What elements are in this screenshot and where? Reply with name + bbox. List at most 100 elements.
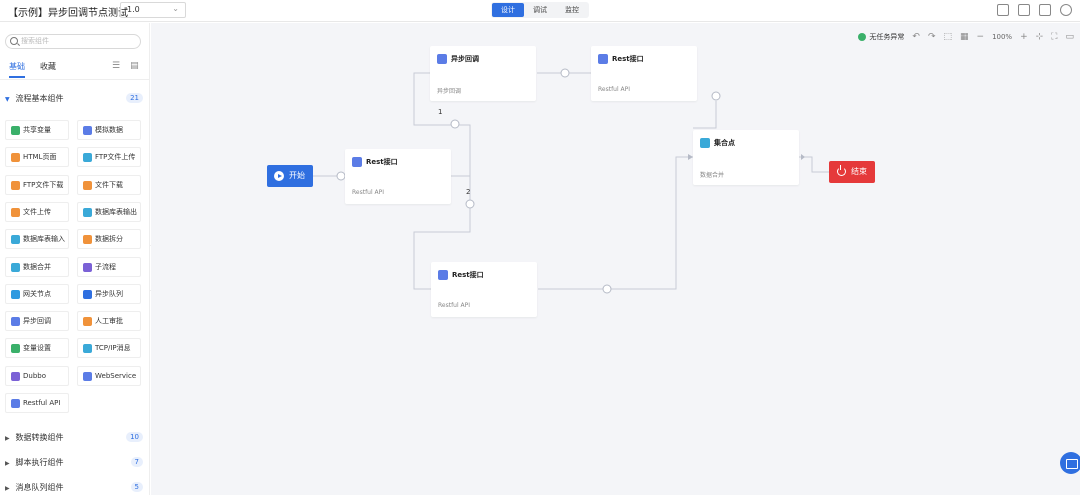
- view-toggle: ☰ ▤: [112, 61, 139, 71]
- component-label: 变量设置: [23, 344, 51, 353]
- group-script-exec[interactable]: ▶ 脚本执行组件 7: [5, 457, 145, 471]
- component-icon: [11, 371, 20, 381]
- node-title: Rest接口: [366, 158, 398, 166]
- power-icon: [837, 165, 846, 176]
- api-icon: [438, 270, 448, 280]
- component-item[interactable]: 异步队列: [77, 283, 141, 304]
- component-item[interactable]: 数据合并: [5, 256, 69, 277]
- component-item[interactable]: 异步回调: [5, 311, 69, 332]
- component-label: HTML页面: [23, 153, 57, 162]
- undo-icon[interactable]: ↶: [912, 32, 920, 42]
- api-icon: [598, 54, 608, 64]
- component-label: 子流程: [95, 262, 116, 271]
- component-item[interactable]: FTP文件下载: [5, 174, 69, 195]
- tab-design[interactable]: 设计: [492, 3, 524, 17]
- end-label: 结束: [851, 167, 867, 176]
- play-icon: [274, 171, 284, 181]
- component-item[interactable]: WebService: [77, 365, 141, 386]
- tab-basic[interactable]: 基础: [9, 61, 25, 78]
- start-node[interactable]: 开始: [267, 165, 313, 187]
- component-icon: [11, 126, 20, 135]
- count-badge: 21: [126, 93, 143, 103]
- expand-icon[interactable]: [1060, 4, 1072, 16]
- count-badge: 5: [130, 482, 143, 492]
- flow-node-gather-point[interactable]: 集合点 数据合并: [693, 130, 799, 185]
- version-select[interactable]: 1.0 ⌄: [120, 2, 186, 18]
- component-label: 异步回调: [23, 317, 51, 326]
- search-input[interactable]: 搜索组件: [5, 34, 141, 49]
- component-item[interactable]: 人工审批: [77, 311, 141, 332]
- flow-node-rest-api-2[interactable]: Rest接口 Restful API: [591, 46, 697, 101]
- component-item[interactable]: 数据拆分: [77, 229, 141, 250]
- canvas-toolbar: 无任务异常 ↶ ↷ ⬚ ▦ − 100% + ⊹ ⛶ ▭: [858, 30, 1074, 44]
- divider: [0, 79, 149, 80]
- flow-node-async-callback[interactable]: 异步回调 异步回调: [430, 46, 536, 101]
- component-sidebar: 搜索组件 基础 收藏 ☰ ▤ ▼ 流程基本组件 21 共享变量模拟数据 HTML页…: [0, 23, 150, 495]
- tab-debug[interactable]: 调试: [533, 6, 547, 14]
- component-label: Restful API: [23, 399, 61, 407]
- component-label: 文件下载: [95, 180, 123, 189]
- count-badge: 10: [126, 432, 143, 442]
- component-icon: [83, 344, 92, 354]
- minimap-icon[interactable]: ▭: [1065, 32, 1074, 42]
- component-label: 文件上传: [23, 207, 51, 216]
- node-title: Rest接口: [452, 271, 484, 279]
- component-icon: [11, 399, 20, 408]
- component-item[interactable]: 数据库表输入: [5, 229, 69, 250]
- end-node[interactable]: 结束: [829, 161, 875, 183]
- tab-monitor[interactable]: 监控: [565, 6, 579, 14]
- component-label: Dubbo: [23, 371, 46, 380]
- zoom-out-icon[interactable]: −: [976, 32, 985, 42]
- chevron-down-icon: ⌄: [172, 4, 179, 13]
- fullscreen-icon[interactable]: ⛶: [1051, 32, 1058, 42]
- tab-favorites[interactable]: 收藏: [40, 62, 56, 71]
- component-label: 数据库表输入: [23, 235, 65, 244]
- count-badge: 7: [130, 457, 143, 467]
- component-label: WebService: [95, 371, 137, 380]
- component-item[interactable]: 模拟数据: [77, 120, 141, 140]
- component-icon: [83, 126, 92, 135]
- node-subtitle: Restful API: [352, 189, 385, 196]
- component-item[interactable]: 网关节点: [5, 283, 69, 304]
- zoom-in-icon[interactable]: +: [1020, 32, 1028, 42]
- component-item[interactable]: 共享变量: [5, 120, 69, 140]
- component-item[interactable]: Dubbo: [5, 365, 69, 386]
- fit-icon[interactable]: ⊹: [1035, 32, 1044, 42]
- grid-view-icon[interactable]: ▤: [130, 61, 139, 71]
- document-icon[interactable]: [1039, 4, 1051, 16]
- component-icon: [11, 262, 20, 272]
- select-icon[interactable]: ⬚: [943, 32, 952, 42]
- component-icon: [11, 344, 20, 354]
- flow-node-rest-api-3[interactable]: Rest接口 Restful API: [431, 262, 537, 317]
- page-title: 【示例】异步回调节点测试: [8, 8, 128, 19]
- group-message-queue[interactable]: ▶ 消息队列组件 5: [5, 482, 145, 495]
- component-icon: [83, 289, 92, 299]
- component-icon: [83, 262, 92, 272]
- layout-icon[interactable]: ▦: [960, 32, 969, 42]
- list-view-icon[interactable]: ☰: [112, 61, 121, 71]
- flow-node-rest-api-1[interactable]: Rest接口 Restful API: [345, 149, 451, 204]
- component-item[interactable]: HTML页面: [5, 147, 69, 168]
- component-label: FTP文件上传: [95, 153, 136, 162]
- component-item[interactable]: 数据库表输出: [77, 201, 141, 222]
- component-icon: [11, 207, 20, 217]
- caret-down-icon: ▼: [5, 96, 10, 103]
- redo-icon[interactable]: ↷: [927, 32, 936, 42]
- status-text: 无任务异常: [869, 33, 905, 41]
- group-data-transform[interactable]: ▶ 数据转换组件 10: [5, 432, 145, 446]
- component-item[interactable]: FTP文件上传: [77, 147, 141, 168]
- group-flow-basic[interactable]: ▼ 流程基本组件 21: [5, 93, 145, 107]
- component-item[interactable]: 文件下载: [77, 174, 141, 195]
- component-item[interactable]: Restful API: [5, 393, 69, 413]
- component-item[interactable]: 子流程: [77, 256, 141, 277]
- search-icon: [10, 37, 18, 45]
- save-icon[interactable]: [997, 4, 1009, 16]
- node-title: 集合点: [714, 139, 735, 147]
- toolbox-button[interactable]: [1060, 452, 1080, 474]
- group-label: 脚本执行组件: [15, 458, 64, 467]
- component-label: 数据合并: [23, 262, 51, 271]
- component-item[interactable]: 文件上传: [5, 201, 69, 222]
- save-as-icon[interactable]: [1018, 4, 1030, 16]
- component-item[interactable]: 变量设置: [5, 338, 69, 359]
- component-item[interactable]: TCP/IP消息: [77, 338, 141, 359]
